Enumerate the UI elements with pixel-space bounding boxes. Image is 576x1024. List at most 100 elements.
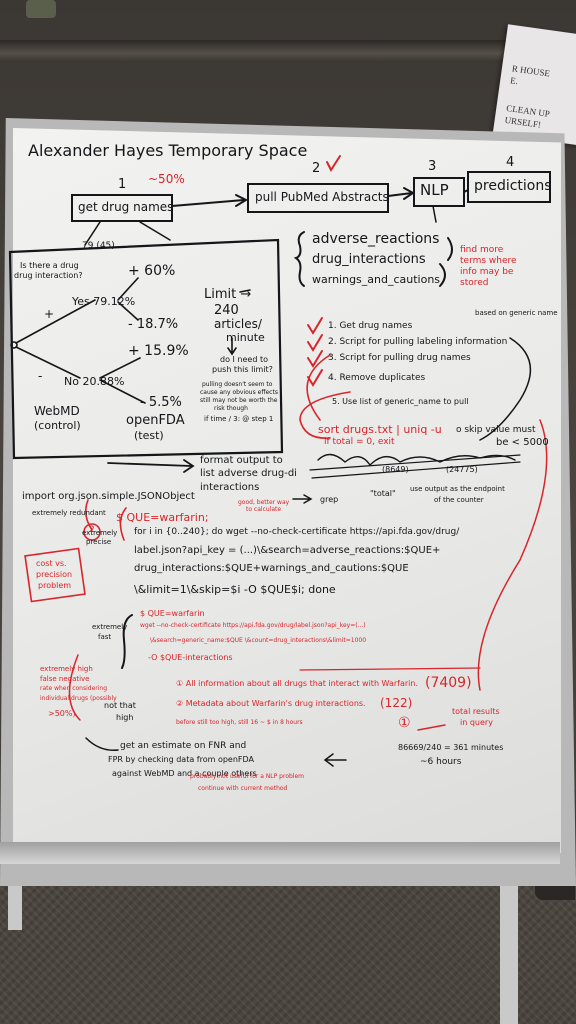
scribble-number: (8649) xyxy=(382,465,409,474)
todo-item-5: 5. Use list of generic_name to pull xyxy=(332,397,469,406)
skip-note: be < 5000 xyxy=(496,437,549,448)
speed-note: extremely xyxy=(92,623,128,631)
time-calc: ~6 hours xyxy=(420,757,462,767)
todo-item-1: 1. Get drug names xyxy=(328,321,413,331)
step-number-4: 4 xyxy=(506,155,515,170)
total-note: total results xyxy=(452,707,500,716)
board-title: Alexander Hayes Temporary Space xyxy=(28,141,308,160)
tree-yes-minus: - 18.7% xyxy=(128,317,179,332)
step-number-2: 2 xyxy=(312,161,321,176)
box-get-drug-names xyxy=(71,194,173,222)
estimate-note: FPR by checking data from openFDA xyxy=(108,755,254,764)
todo-item-3: 3. Script for pulling drug names xyxy=(328,353,471,363)
import-note: precise xyxy=(86,538,112,546)
total-note: in query xyxy=(460,718,493,727)
interactions-count: (122) xyxy=(380,696,413,710)
categories-note: find more xyxy=(460,245,504,255)
categories-note: stored xyxy=(460,278,489,288)
limit-question: do I need to xyxy=(220,355,268,364)
category-warnings-cautions: warnings_and_cautions xyxy=(312,273,441,286)
decision-tree-box xyxy=(8,238,284,460)
webmd-label: WebMD xyxy=(34,404,80,418)
total-check: if total = 0, exit xyxy=(324,437,395,447)
still-high-note: before still too high, still 16 ~ $ in 8… xyxy=(176,719,303,726)
format-note: interactions xyxy=(200,482,260,493)
category-adverse-reactions: adverse_reactions xyxy=(312,231,440,247)
script2-line: $ QUE=warfarin xyxy=(140,609,205,618)
ceiling-light xyxy=(26,0,56,18)
tree-plus: + xyxy=(44,307,55,321)
carpet-floor xyxy=(0,860,576,1024)
script1-line: $ QUE=warfarin; xyxy=(116,511,209,524)
todo-item-4: 4. Remove duplicates xyxy=(328,373,426,383)
precision-note: cost vs. xyxy=(36,559,67,568)
todo-item-2: 2. Script for pulling labeling informati… xyxy=(328,337,508,347)
step1-label: get drug names xyxy=(78,200,174,214)
limit-time: if time / 3: @ step 1 xyxy=(204,415,274,423)
skip-note: o skip value must xyxy=(456,425,536,435)
script2-line: \&search=generic_name:$QUE \&count=drug_… xyxy=(150,637,367,644)
tree-yes-plus: + 60% xyxy=(128,263,176,279)
circle-two-label: 2 xyxy=(89,525,95,535)
not-high-note: not that xyxy=(104,701,136,710)
grep-note: of the counter xyxy=(434,496,484,504)
step1-progress-note: ~50% xyxy=(148,172,185,186)
todo-item1-note: based on generic name xyxy=(475,309,558,317)
step4-label: predictions xyxy=(474,178,552,194)
format-note: list adverse drug-di xyxy=(200,468,297,479)
step-number-1: 1 xyxy=(118,177,127,192)
script1-line: drug_interactions:$QUE+warnings_and_caut… xyxy=(134,563,409,574)
nlp-note: continue with current method xyxy=(198,785,288,792)
arrow-1-2 xyxy=(171,199,245,207)
import-note: extremely redundant xyxy=(32,509,106,517)
limit-question: push this limit? xyxy=(212,365,273,374)
tree-yes: Yes 79.12% xyxy=(72,295,136,308)
nlp-note: probably not useful for a NLP problem xyxy=(190,773,304,780)
ceiling-rail xyxy=(0,40,576,62)
script1-note: good, better way xyxy=(238,499,290,506)
import-line: import org.json.simple.JSONObject xyxy=(22,491,195,502)
script1-line: \&limit=1\&skip=$i -O $QUE$i; done xyxy=(134,583,336,596)
result-2: ② Metadata about Warfarin's drug interac… xyxy=(176,699,366,708)
openfda-label: openFDA xyxy=(126,413,185,428)
arrow-2-3 xyxy=(387,192,413,197)
speed-note: fast xyxy=(98,633,112,641)
limit-note: still may not be worth the xyxy=(200,397,278,404)
openfda-label: (test) xyxy=(134,429,164,442)
limit-note: cause any obvious effects xyxy=(200,389,278,396)
step-number-3: 3 xyxy=(428,159,437,174)
false-negative-note: false negative xyxy=(40,675,90,683)
limit-rate: 240 xyxy=(214,303,239,318)
script2-line: -O $QUE-interactions xyxy=(148,653,233,662)
time-calc: 86669/240 = 361 minutes xyxy=(398,743,504,752)
box-predictions xyxy=(467,171,551,203)
tree-minus: - xyxy=(38,369,43,383)
circle-one: ① xyxy=(398,715,411,731)
tree-question: Is there a drug xyxy=(20,261,79,270)
tree-no-minus: - 5.5% xyxy=(140,395,182,410)
grep-note: "total" xyxy=(370,489,396,498)
whiteboard-leg-right xyxy=(500,870,518,1024)
categories-note: info may be xyxy=(460,267,514,277)
step2-label: pull PubMed Abstracts xyxy=(255,190,389,204)
not-high-note: high xyxy=(116,713,134,722)
precision-note: precision xyxy=(36,570,73,579)
tree-count: 79 (45) xyxy=(82,241,115,251)
estimate-note: against WebMD and a couple others xyxy=(112,769,257,778)
grep-note: use output as the endpoint xyxy=(410,485,505,493)
script1-note: to calculate xyxy=(246,506,282,513)
limit-note: risk though xyxy=(214,405,248,412)
marker-tray xyxy=(0,842,560,864)
step3-label: NLP xyxy=(420,181,449,199)
format-note: format output to xyxy=(200,455,283,466)
scribble-number: (24775) xyxy=(446,465,478,474)
import-note: extremely xyxy=(82,529,118,537)
webmd-label: (control) xyxy=(34,419,81,432)
script1-line: label.json?api_key = (...)\&search=adver… xyxy=(134,545,441,556)
tree-no-plus: + 15.9% xyxy=(128,343,189,359)
false-negative-note: rate when considering xyxy=(40,685,108,692)
sort-command: sort drugs.txt | uniq -u xyxy=(318,423,442,436)
total-count: (7409) xyxy=(425,675,472,691)
estimate-note: get an estimate on FNR and xyxy=(120,741,247,751)
